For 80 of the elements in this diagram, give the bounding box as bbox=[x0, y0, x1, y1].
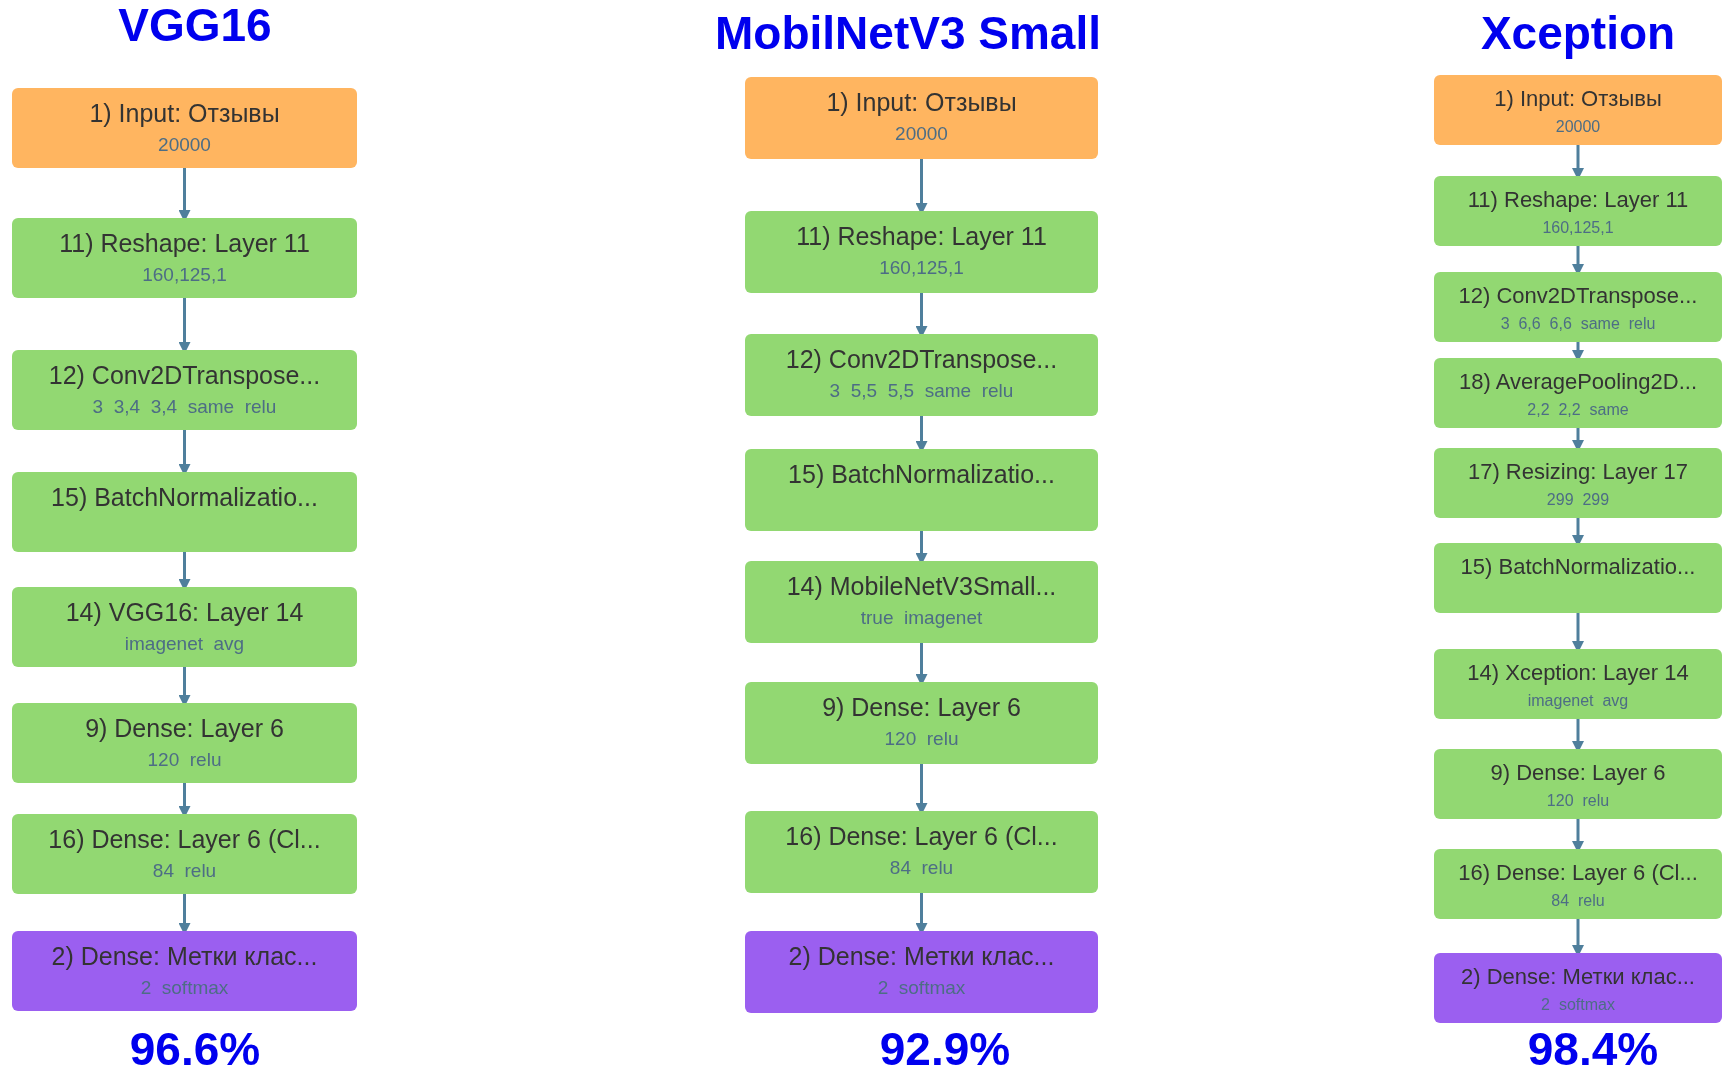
layer-params: 120 relu bbox=[147, 748, 222, 772]
layer-box bbox=[12, 814, 357, 894]
layer-title: 15) BatchNormalizatio... bbox=[1460, 553, 1696, 581]
layer-box bbox=[1434, 849, 1722, 919]
layer-box bbox=[1434, 272, 1722, 342]
layer-title: 12) Conv2DTranspose... bbox=[1458, 282, 1698, 310]
layer-title: 12) Conv2DTranspose... bbox=[48, 360, 321, 391]
layer-box bbox=[12, 350, 357, 430]
layer-title: 9) Dense: Layer 6 bbox=[85, 713, 284, 744]
column-title: MobilNetV3 Small bbox=[715, 10, 1101, 56]
accuracy-value: 92.9% bbox=[879, 1026, 1011, 1072]
layer-title: 11) Reshape: Layer 11 bbox=[1467, 186, 1689, 214]
layer-params: 299 299 bbox=[1546, 489, 1610, 510]
layer-box bbox=[745, 931, 1098, 1013]
layer-title: 2) Dense: Метки клас... bbox=[788, 941, 1055, 972]
layer-params: 120 relu bbox=[884, 727, 959, 751]
layer-params: 160,125,1 bbox=[142, 263, 227, 287]
layer-box bbox=[1434, 543, 1722, 613]
layer-params: 84 relu bbox=[1551, 890, 1605, 911]
layer-params: 3 5,5 5,5 same relu bbox=[829, 379, 1014, 403]
layer-params: 84 relu bbox=[152, 859, 217, 883]
layer-box bbox=[1434, 75, 1722, 145]
layer-params: 20000 bbox=[1555, 116, 1601, 137]
layer-params: true imagenet bbox=[860, 606, 983, 630]
layer-params: 2 softmax bbox=[877, 976, 966, 1000]
layer-title: 1) Input: Отзывы bbox=[826, 87, 1017, 118]
layer-title: 2) Dense: Метки клас... bbox=[1461, 963, 1695, 991]
layer-title: 18) AveragePooling2D... bbox=[1458, 368, 1698, 396]
layer-title: 14) MobileNetV3Small... bbox=[786, 571, 1057, 602]
layer-title: 15) BatchNormalizatio... bbox=[51, 482, 318, 513]
layer-box bbox=[745, 811, 1098, 893]
layer-box bbox=[12, 472, 357, 552]
layer-box bbox=[745, 211, 1098, 293]
layer-title: 17) Resizing: Layer 17 bbox=[1467, 458, 1689, 486]
layer-params: 2 softmax bbox=[140, 976, 229, 1000]
layer-box bbox=[745, 561, 1098, 643]
layer-title: 14) Xception: Layer 14 bbox=[1467, 659, 1689, 687]
layer-box bbox=[745, 334, 1098, 416]
layer-title: 12) Conv2DTranspose... bbox=[785, 344, 1058, 375]
layer-box bbox=[1434, 176, 1722, 246]
layer-params: 160,125,1 bbox=[1542, 217, 1614, 238]
accuracy-value: 96.6% bbox=[129, 1026, 261, 1072]
layer-box bbox=[745, 682, 1098, 764]
layer-title: 9) Dense: Layer 6 bbox=[822, 692, 1021, 723]
layer-params: 20000 bbox=[158, 133, 211, 157]
layer-params: imagenet avg bbox=[124, 632, 245, 656]
layer-params: 2,2 2,2 same bbox=[1527, 399, 1629, 420]
layer-title: 2) Dense: Метки клас... bbox=[51, 941, 318, 972]
layer-box bbox=[12, 218, 357, 298]
layer-params: 20000 bbox=[895, 122, 948, 146]
layer-params: 2 softmax bbox=[1541, 994, 1615, 1015]
layer-params: 84 relu bbox=[889, 856, 954, 880]
layer-box bbox=[745, 449, 1098, 531]
layer-title: 11) Reshape: Layer 11 bbox=[796, 221, 1047, 252]
accuracy-value: 98.4% bbox=[1527, 1026, 1659, 1072]
layer-box bbox=[12, 88, 357, 168]
layer-title: 1) Input: Отзывы bbox=[1494, 85, 1662, 113]
layer-params: 3 3,4 3,4 same relu bbox=[92, 395, 277, 419]
layer-box bbox=[745, 77, 1098, 159]
column-title: VGG16 bbox=[118, 2, 272, 48]
layer-box bbox=[12, 703, 357, 783]
layer-title: 9) Dense: Layer 6 bbox=[1490, 759, 1666, 787]
layer-box bbox=[12, 587, 357, 667]
layer-title: 15) BatchNormalizatio... bbox=[788, 459, 1055, 490]
layer-title: 14) VGG16: Layer 14 bbox=[65, 597, 304, 628]
layer-box bbox=[1434, 448, 1722, 518]
layer-title: 1) Input: Отзывы bbox=[89, 98, 280, 129]
layer-title: 16) Dense: Layer 6 (Cl... bbox=[1458, 859, 1698, 887]
layer-title: 16) Dense: Layer 6 (Cl... bbox=[48, 824, 321, 855]
layer-params: 3 6,6 6,6 same relu bbox=[1500, 313, 1656, 334]
layer-title: 16) Dense: Layer 6 (Cl... bbox=[785, 821, 1058, 852]
layer-title: 11) Reshape: Layer 11 bbox=[59, 228, 310, 259]
layer-box bbox=[1434, 953, 1722, 1023]
layer-box bbox=[1434, 649, 1722, 719]
layer-params: imagenet avg bbox=[1527, 690, 1629, 711]
layer-box bbox=[12, 931, 357, 1011]
layer-params: 120 relu bbox=[1546, 790, 1610, 811]
layer-params: 160,125,1 bbox=[879, 256, 964, 280]
layer-box bbox=[1434, 358, 1722, 428]
layer-box bbox=[1434, 749, 1722, 819]
